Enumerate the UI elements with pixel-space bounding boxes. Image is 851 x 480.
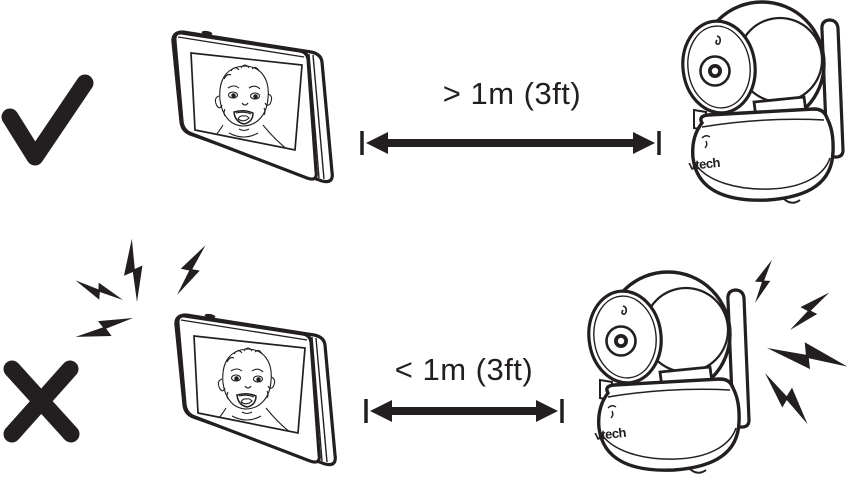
distance-label-bottom: < 1m (3ft) bbox=[394, 352, 534, 387]
baby-unit-camera-top bbox=[672, 0, 847, 212]
parent-unit-monitor-top bbox=[165, 22, 355, 207]
cross-mark-icon bbox=[3, 360, 80, 443]
distance-arrow-top bbox=[360, 131, 661, 155]
parent-unit-monitor-bottom bbox=[168, 305, 358, 480]
distance-label-top: > 1m (3ft) bbox=[442, 76, 582, 111]
distance-arrow-bottom bbox=[364, 399, 564, 423]
noise-bolts-camera bbox=[749, 257, 850, 428]
baby-unit-camera-bottom bbox=[578, 270, 753, 480]
check-mark-icon bbox=[1, 74, 94, 166]
